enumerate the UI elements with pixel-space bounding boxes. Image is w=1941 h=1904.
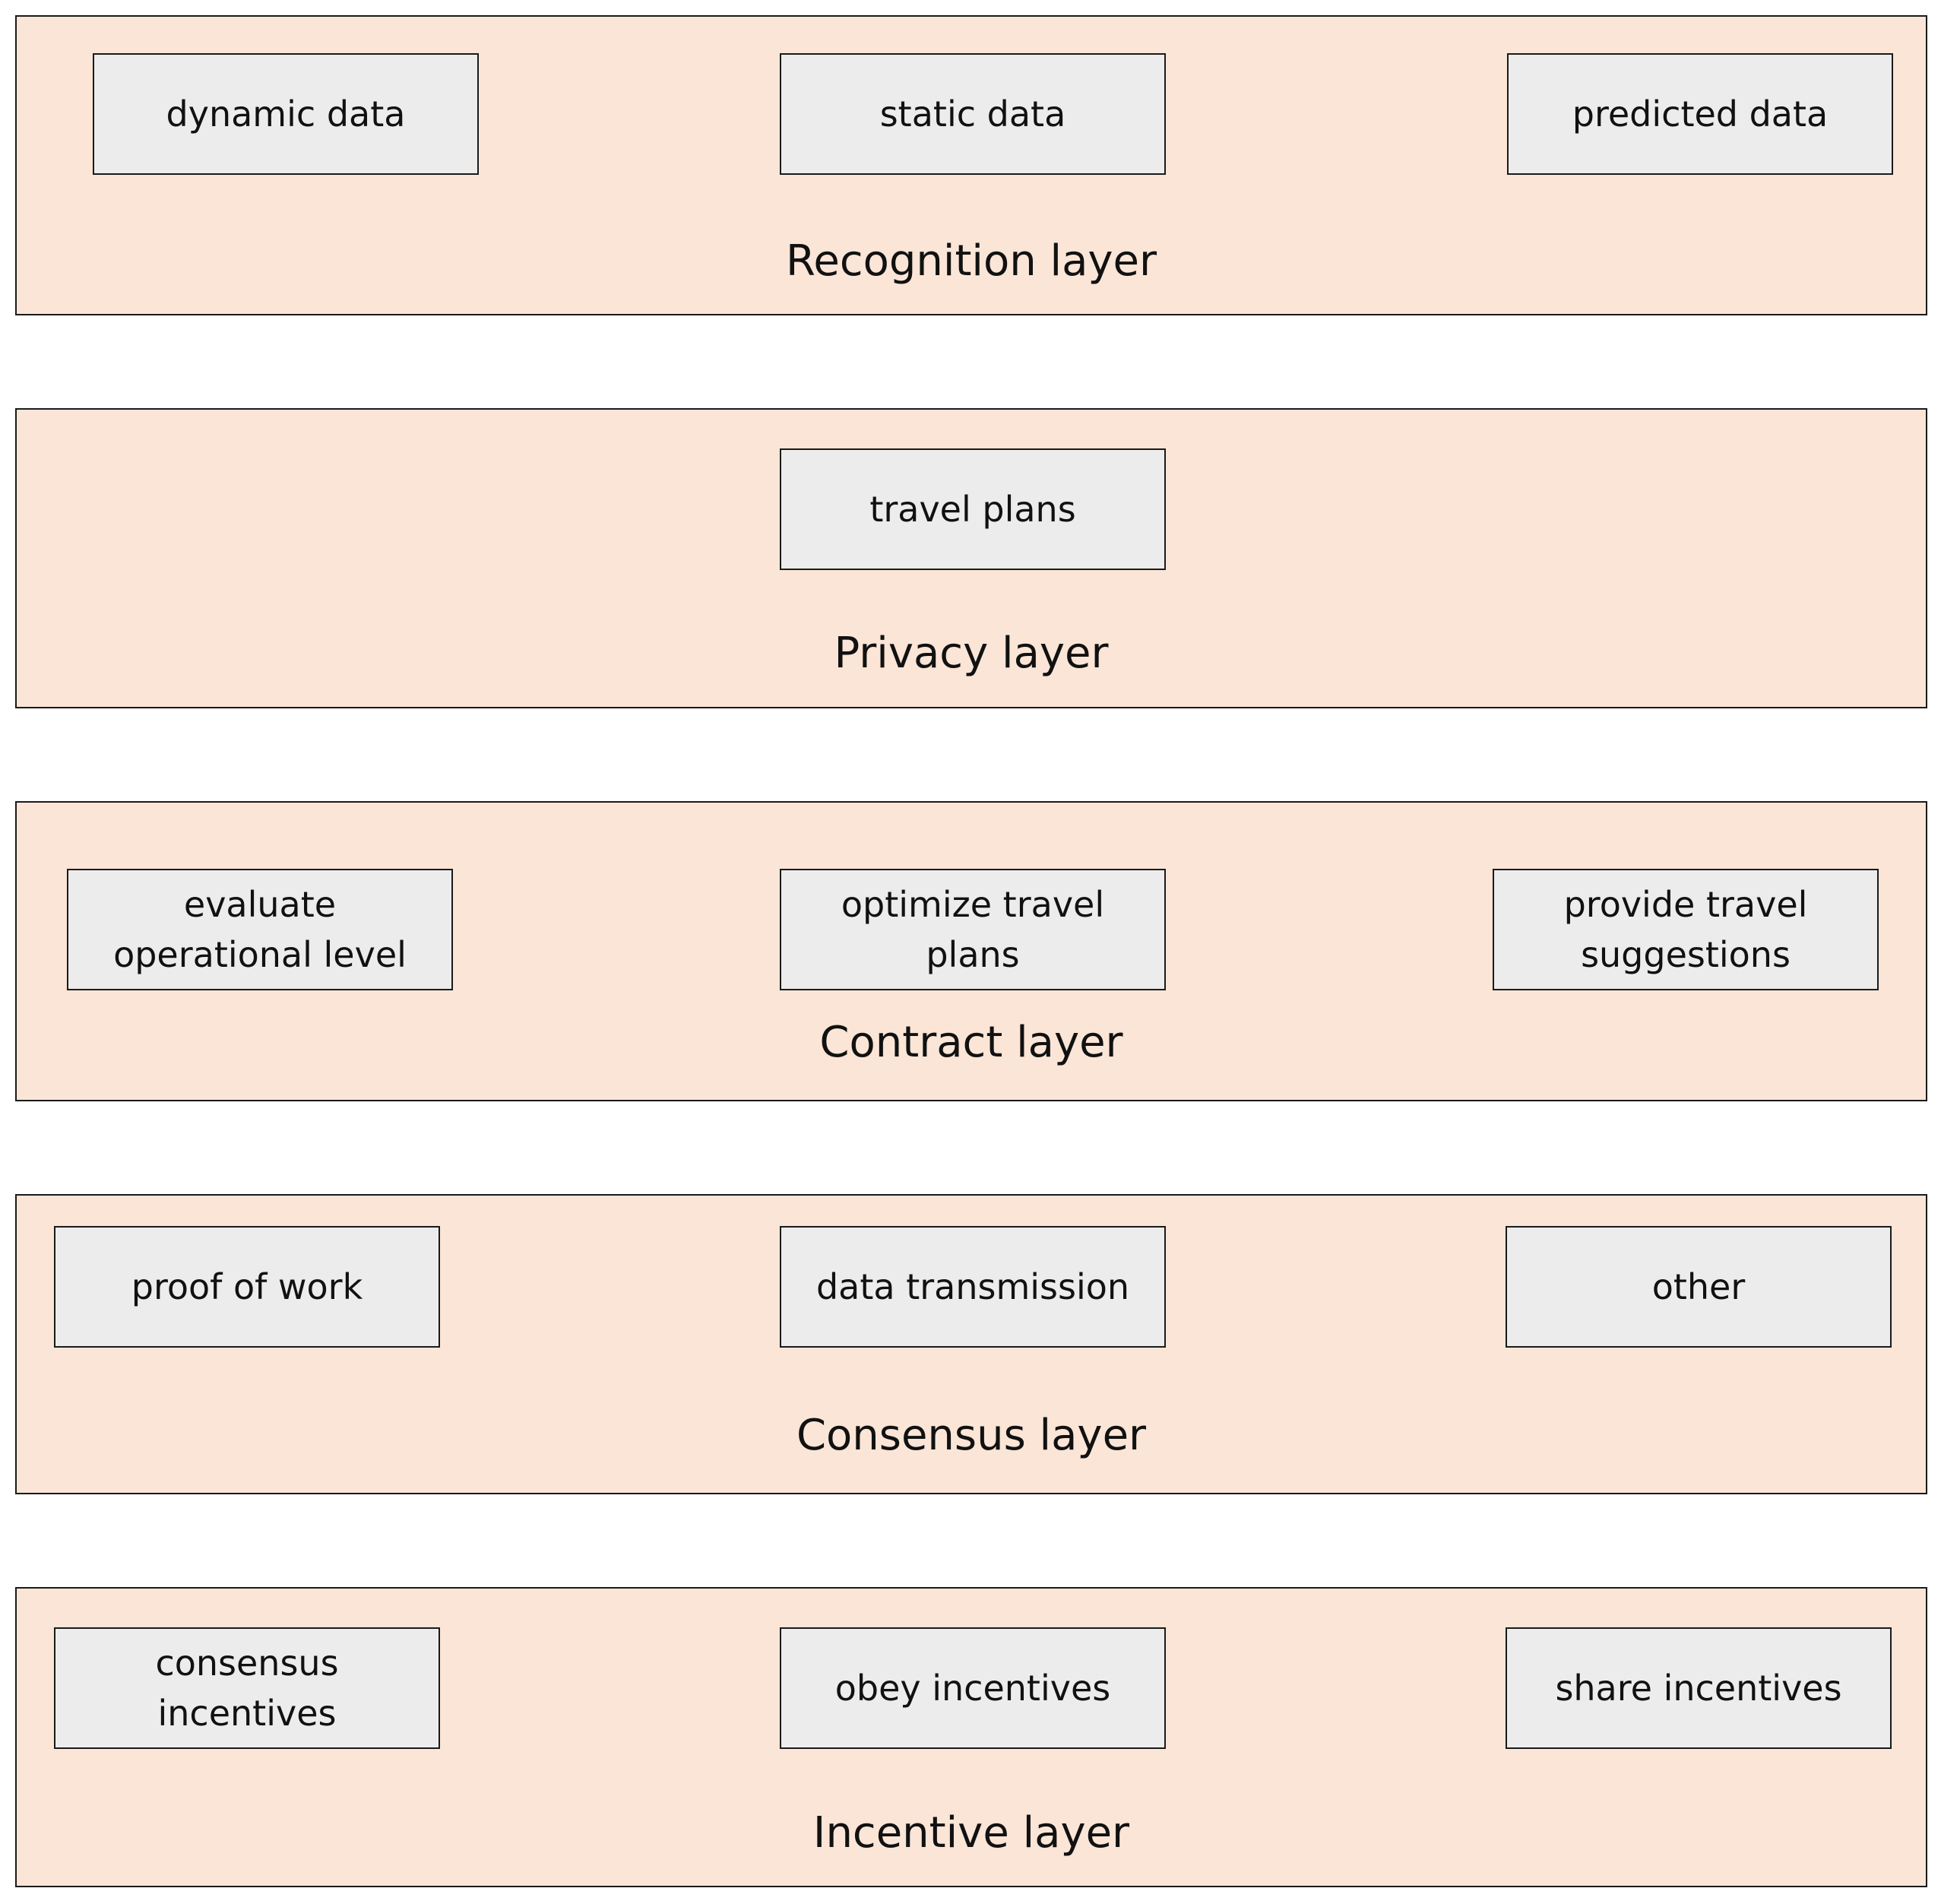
box-obey-incentives: obey incentives (780, 1627, 1166, 1749)
box-provide-travel-suggestions: provide travel suggestions (1493, 869, 1879, 990)
box-dynamic-data: dynamic data (93, 53, 479, 175)
box-evaluate-operational-level: evaluate operational level (67, 869, 453, 990)
box-travel-plans: travel plans (780, 448, 1166, 570)
box-label: other (1651, 1266, 1746, 1307)
box-label: proof of work (131, 1266, 363, 1307)
box-label: optimize travel plans (841, 884, 1105, 975)
box-label: obey incentives (834, 1668, 1111, 1709)
box-label: provide travel suggestions (1563, 884, 1808, 975)
layer-title: Consensus layer (796, 1411, 1147, 1460)
layer-title: Contract layer (819, 1018, 1123, 1067)
box-label: data transmission (815, 1266, 1130, 1307)
box-data-transmission: data transmission (780, 1226, 1166, 1348)
box-predicted-data: predicted data (1507, 53, 1893, 175)
box-label: evaluate operational level (113, 884, 407, 975)
box-proof-of-work: proof of work (54, 1226, 440, 1348)
layer-recognition: dynamic data static data predicted data … (15, 15, 1927, 315)
box-label: travel plans (869, 489, 1076, 530)
layer-privacy: travel plans Privacy layer (15, 408, 1927, 708)
box-share-incentives: share incentives (1506, 1627, 1892, 1749)
layer-incentive: consensus incentives obey incentives sha… (15, 1587, 1927, 1887)
layer-title: Incentive layer (812, 1808, 1130, 1858)
box-static-data: static data (780, 53, 1166, 175)
box-optimize-travel-plans: optimize travel plans (780, 869, 1166, 990)
box-label: share incentives (1555, 1668, 1842, 1709)
layer-consensus: proof of work data transmission other Co… (15, 1194, 1927, 1494)
box-other: other (1506, 1226, 1892, 1348)
box-label: static data (879, 93, 1066, 135)
layer-title: Privacy layer (834, 629, 1109, 678)
box-label: consensus incentives (155, 1643, 339, 1734)
box-label: predicted data (1572, 93, 1829, 135)
box-label: dynamic data (166, 93, 406, 135)
layer-contract: evaluate operational level optimize trav… (15, 801, 1927, 1101)
box-consensus-incentives: consensus incentives (54, 1627, 440, 1749)
layer-title: Recognition layer (785, 236, 1157, 286)
